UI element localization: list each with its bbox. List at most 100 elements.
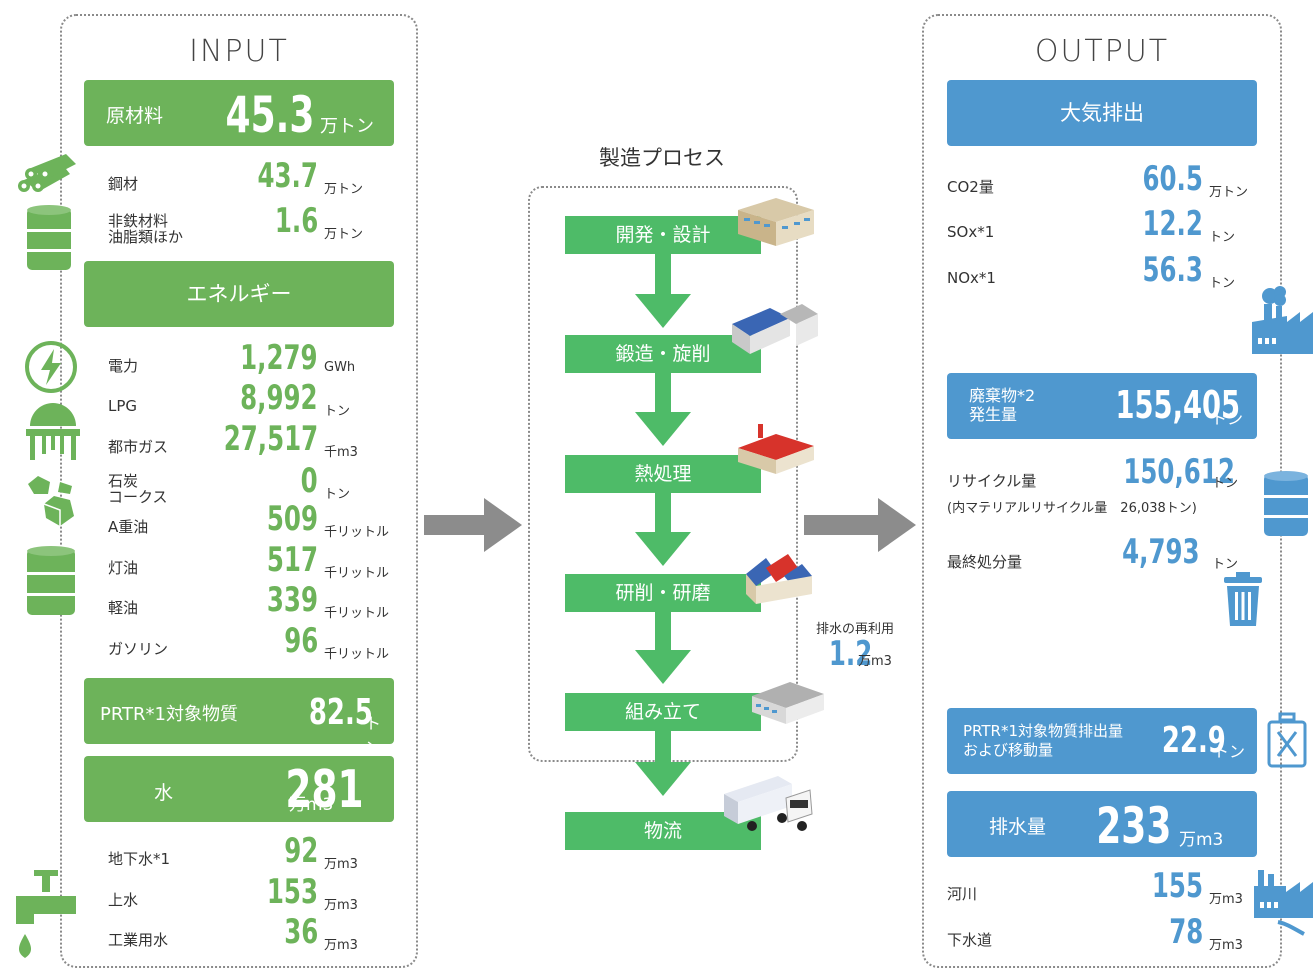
drainage-value: 233: [1095, 797, 1171, 855]
air-emission-box: 大気排出: [947, 80, 1257, 146]
energy-item-label: 灯油: [108, 559, 139, 577]
energy-item-label: 都市ガス: [108, 438, 169, 456]
drain-item-unit: 万m3: [1209, 892, 1243, 907]
prtr-input-value: 82.5: [308, 692, 373, 733]
air-item-unit: トン: [1209, 276, 1236, 291]
energy-item-value: 517: [266, 540, 318, 580]
final-disposal-value: 4,793: [1122, 532, 1200, 572]
input-to-process-arrow: [424, 498, 522, 552]
prtr-output-box: PRTR*1対象物質排出量 および移動量 22.9 トン: [947, 708, 1257, 774]
water-item-label: 地下水*1: [108, 850, 171, 868]
water-unit: 万m3: [289, 795, 334, 815]
energy-item-label: 電力: [108, 357, 139, 375]
trash-can-icon: [1224, 572, 1262, 626]
steel-pipes-icon: [18, 154, 76, 192]
waste-box: 廃棄物*2 発生量 155,405 トン: [947, 373, 1257, 439]
air-item-unit: 万トン: [1209, 185, 1249, 200]
assembly-factory-icon: [752, 682, 824, 724]
water-value: 281: [285, 760, 364, 820]
energy-item-unit: 千リットル: [324, 606, 390, 621]
process-step: 組み立て: [565, 693, 761, 731]
waste-label: 廃棄物*2 発生量: [969, 386, 1036, 424]
process-step: 研削・研磨: [565, 574, 761, 612]
energy-item-unit: トン: [324, 487, 351, 502]
air-item-value: 56.3: [1142, 250, 1203, 290]
drain-item-unit: 万m3: [1209, 938, 1243, 953]
air-emission-label: 大気排出: [1060, 101, 1144, 125]
drainage-label: 排水量: [989, 816, 1047, 838]
energy-box: エネルギー: [84, 261, 394, 327]
air-item-label: SOx*1: [947, 223, 995, 241]
office-building-icon: [738, 198, 814, 246]
air-item-value: 60.5: [1142, 159, 1203, 199]
raw-item-label: 非鉄材料 油脂類ほか: [108, 212, 184, 246]
drain-item-value: 78: [1168, 912, 1203, 952]
heat-treatment-factory-icon: [738, 424, 814, 474]
drain-item-label: 河川: [947, 885, 978, 903]
water-box: 水 281 万m3: [84, 756, 394, 822]
truck-icon: [724, 776, 813, 831]
energy-item-unit: 千m3: [324, 445, 358, 460]
energy-item-value: 96: [283, 621, 318, 661]
energy-item-value: 339: [266, 580, 318, 620]
water-item-unit: 万m3: [324, 898, 358, 913]
reuse-value: 1.2: [828, 634, 873, 674]
energy-label: エネルギー: [186, 282, 292, 306]
drainage-unit: 万m3: [1179, 830, 1224, 850]
energy-item-label: 軽油: [108, 599, 139, 617]
water-item-value: 92: [283, 831, 318, 871]
recycle-value: 150,612: [1123, 452, 1235, 492]
water-item-value: 153: [266, 872, 318, 912]
prtr-input-box: PRTR*1対象物質 82.5 トン: [84, 678, 394, 757]
input-title: INPUT: [189, 34, 289, 69]
process-step: 鍛造・旋削: [565, 335, 761, 373]
prtr-output-value: 22.9: [1161, 720, 1226, 761]
factory-drainage-icon: [1254, 870, 1313, 936]
raw-material-box: 原材料 45.3 万トン: [84, 80, 394, 146]
energy-item-value: 509: [266, 499, 318, 539]
drain-item-label: 下水道: [947, 931, 993, 949]
electricity-icon: [25, 341, 77, 393]
waste-unit: トン: [1211, 409, 1244, 428]
reuse-label: 排水の再利用: [816, 622, 895, 637]
energy-item-unit: トン: [324, 404, 351, 419]
drain-item-value: 155: [1151, 866, 1203, 906]
final-disposal-label: 最終処分量: [947, 553, 1023, 571]
air-item-unit: トン: [1209, 230, 1236, 245]
raw-item-unit: 万トン: [324, 182, 364, 197]
raw-material-label: 原材料: [106, 105, 164, 127]
recycle-note: (内マテリアルリサイクル量 26,038トン): [947, 501, 1197, 516]
drainage-box: 排水量 233 万m3: [947, 791, 1257, 857]
air-item-label: NOx*1: [947, 269, 996, 287]
energy-item-value: 27,517: [223, 419, 318, 459]
energy-item-unit: GWh: [324, 360, 356, 375]
reuse-unit: 万m3: [858, 654, 892, 669]
process-to-output-arrow: [804, 498, 916, 552]
grinding-factory-icon: [746, 554, 812, 604]
coal-icon: [28, 476, 74, 526]
raw-material-unit: 万トン: [320, 116, 374, 137]
oil-drum-blue-icon: [1264, 471, 1308, 536]
energy-item-unit: 千リットル: [324, 566, 390, 581]
water-item-value: 36: [283, 912, 318, 952]
raw-item-value: 1.6: [274, 201, 318, 241]
energy-item-label: 石炭 コークス: [108, 472, 168, 506]
process-title: 製造プロセス: [599, 146, 725, 170]
oil-drum-icon: [27, 205, 71, 270]
raw-item-label: 鋼材: [108, 175, 139, 193]
raw-item-unit: 万トン: [324, 227, 364, 242]
gas-tank-icon: [26, 403, 80, 460]
water-item-unit: 万m3: [324, 857, 358, 872]
waste-value: 155,405: [1115, 383, 1241, 427]
energy-item-label: A重油: [108, 518, 149, 536]
raw-material-value: 45.3: [225, 86, 314, 144]
recycle-unit: トン: [1212, 476, 1239, 491]
prtr-output-label: PRTR*1対象物質排出量 および移動量: [963, 722, 1124, 759]
factory-smoke-icon: [1252, 286, 1313, 354]
water-item-unit: 万m3: [324, 938, 358, 953]
jerry-can-icon: [1267, 712, 1307, 768]
water-item-label: 工業用水: [108, 931, 169, 949]
air-item-value: 12.2: [1142, 204, 1203, 244]
prtr-output-unit: トン: [1213, 742, 1246, 761]
prtr-input-unit: トン: [365, 714, 382, 757]
